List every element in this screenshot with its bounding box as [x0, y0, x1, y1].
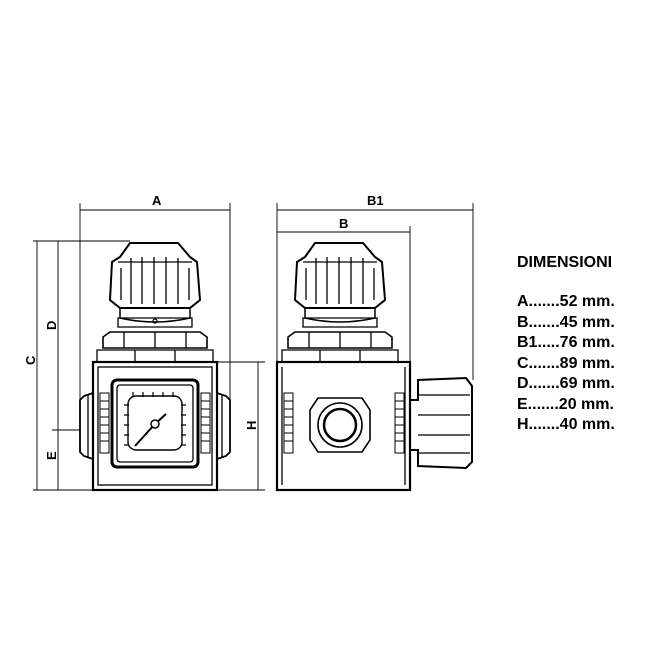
dim-label-d: D	[44, 321, 59, 330]
legend-title: DIMENSIONI	[517, 254, 613, 271]
dim-label-e: E	[44, 451, 59, 460]
legend-row: E.......20 mm.	[517, 395, 614, 413]
side-view	[275, 242, 473, 492]
dim-label-b: B	[339, 216, 348, 231]
side-body	[275, 360, 412, 492]
front-view	[79, 242, 231, 492]
legend-row: D.......69 mm.	[517, 375, 615, 392]
dim-label-h: H	[244, 421, 259, 430]
legend-row: C.......89 mm.	[517, 354, 615, 372]
dimension-lines	[33, 203, 474, 491]
legend-row: B.......45 mm.	[517, 313, 615, 331]
gauge-needle	[134, 413, 167, 447]
dim-label-b1: B1	[367, 193, 384, 208]
legend-row: B1.....76 mm.	[517, 334, 615, 351]
side-knob	[409, 376, 473, 470]
pressure-gauge	[110, 378, 200, 469]
front-port-left	[79, 392, 94, 460]
front-nut	[102, 331, 208, 349]
dim-label-a: A	[152, 193, 162, 208]
front-knob	[108, 242, 202, 309]
dim-label-c: C	[23, 355, 38, 365]
inlet-port	[309, 397, 371, 453]
legend-row: H.......40 mm.	[517, 416, 615, 433]
legend-row: A.......52 mm.	[517, 293, 615, 310]
dimensions-legend: DIMENSIONI A.......52 mm. B.......45 mm.…	[517, 254, 615, 436]
front-port-right	[216, 392, 231, 460]
front-body	[91, 360, 219, 492]
